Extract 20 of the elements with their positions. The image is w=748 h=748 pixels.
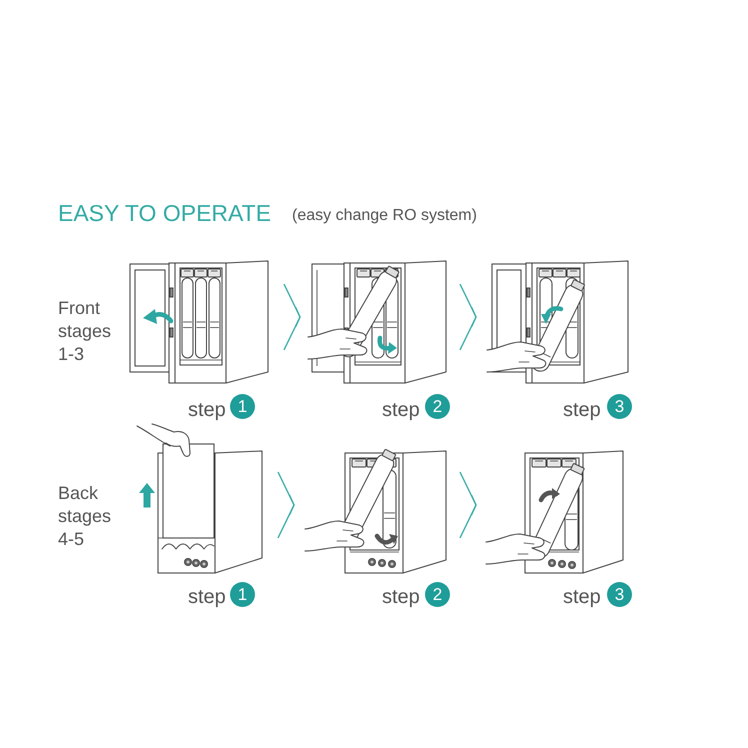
chevron-arrow	[459, 283, 477, 351]
chevron-arrow	[277, 471, 295, 539]
step-label: step	[382, 585, 420, 609]
row-label: Back stages 4-5	[58, 482, 112, 551]
chevron-arrow	[283, 283, 301, 351]
title: EASY TO OPERATE	[58, 202, 272, 225]
step-number: 3	[607, 394, 632, 419]
step-label: step	[563, 398, 601, 422]
subtitle: (easy change RO system)	[292, 208, 477, 224]
step-label: step	[188, 398, 226, 422]
chevron-arrow	[459, 471, 477, 539]
step-number: 3	[607, 582, 632, 607]
step-number: 2	[425, 394, 450, 419]
row-label: Front stages 1-3	[58, 297, 112, 366]
step-number: 1	[230, 582, 255, 607]
step-label: step	[188, 585, 226, 609]
step-number: 1	[230, 394, 255, 419]
step-label: step	[382, 398, 420, 422]
step-label: step	[563, 585, 601, 609]
step-number: 2	[425, 582, 450, 607]
